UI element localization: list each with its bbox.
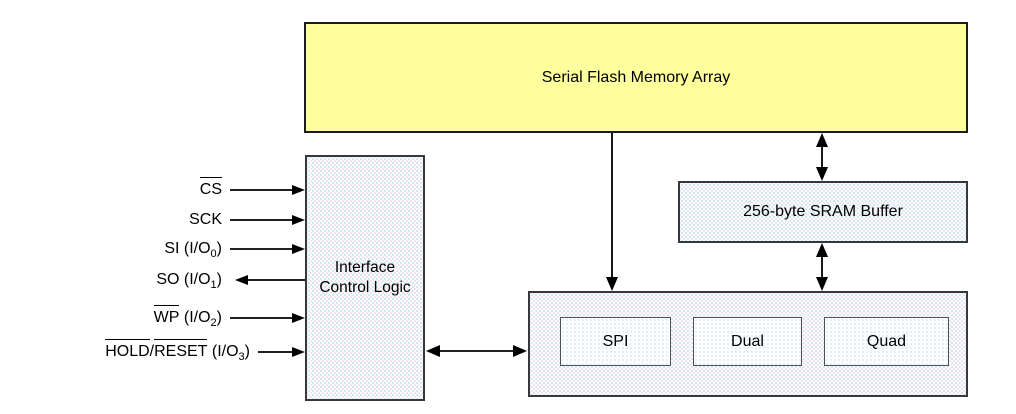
arrow-memory-sram-bidir — [816, 133, 828, 181]
sram-buffer-box: 256-byte SRAM Buffer — [678, 181, 968, 243]
mode-box-spi: SPI — [560, 317, 671, 366]
memory-array-label: Serial Flash Memory Array — [541, 68, 731, 86]
interface-control-logic-box: Interface Control Logic — [305, 155, 425, 401]
mode-dual-label: Dual — [731, 332, 764, 350]
arrow-hold-reset-in — [258, 347, 305, 357]
mode-quad-label: Quad — [866, 332, 907, 350]
interface-control-logic-label: Interface Control Logic — [319, 258, 411, 296]
memory-array-box: Serial Flash Memory Array — [304, 22, 968, 133]
signal-label-hold-reset: HOLD/RESET (I/O3) — [30, 339, 250, 365]
mode-spi-label: SPI — [602, 332, 629, 350]
mode-box-dual: Dual — [693, 317, 802, 366]
io-modes-box: SPI Dual Quad — [528, 291, 968, 397]
signal-label-so: SO (I/O1) — [156, 271, 222, 292]
arrow-memory-to-modes — [606, 133, 618, 291]
mode-box-quad: Quad — [824, 317, 949, 366]
arrow-interface-modes-bidir — [426, 345, 527, 357]
arrow-si-in — [230, 244, 305, 254]
signal-label-wp: WP (I/O2) — [30, 305, 222, 331]
signal-label-sck: SCK — [189, 211, 222, 228]
arrow-so-out — [235, 275, 305, 285]
signal-label-si: SI (I/O0) — [164, 240, 222, 261]
sram-buffer-label: 256-byte SRAM Buffer — [743, 203, 903, 220]
arrow-wp-in — [230, 313, 305, 323]
arrow-cs-in — [230, 185, 305, 195]
signal-label-cs: CS — [30, 177, 222, 203]
arrow-sck-in — [230, 215, 305, 225]
arrow-sram-modes-bidir — [816, 243, 828, 291]
